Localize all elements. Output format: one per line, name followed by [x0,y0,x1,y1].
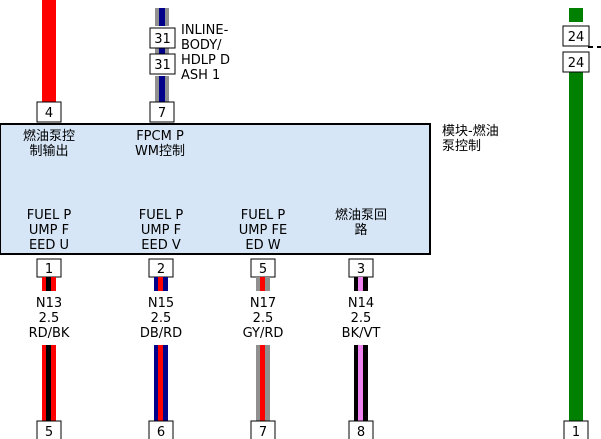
module-title: 模块-燃油 泵控制 [442,123,499,154]
wire-n17[interactable] [256,277,270,422]
wire-n13-stripe-long [46,345,51,422]
pin-2-box: 2 [148,258,174,278]
pin-3-function-line-2: 路 [354,222,367,238]
end-connector-6-label: 6 [157,425,165,439]
wire-n17-circuit: N17 [250,296,276,311]
wire-7-stripe-mid [159,48,165,54]
wire-4[interactable] [42,0,56,102]
pin-2-function-line-2: UMP F [141,223,181,238]
wire-n14-stripe-long [358,345,363,422]
pin-5-function: FUEL P UMP FE ED W [239,208,287,253]
pin-5-function-line-2: UMP FE [239,223,287,238]
pin-4-function: 燃油泵控 制输出 [23,128,75,159]
wire-n14[interactable] [354,277,368,422]
pin-1-function-line-1: FUEL P [27,208,72,223]
pin-1-box: 1 [36,258,62,278]
wire-n15-stripe-short [158,277,163,291]
splice-connector-lower-label: 31 [154,58,171,73]
splice-connector-lower: 31 [149,53,176,75]
wire-n15-circuit: N15 [148,296,174,311]
pin-7-box: 7 [149,101,175,123]
wire-green-top-stub [569,8,583,22]
pin-4-box: 4 [36,101,62,123]
pin-7-function: FPCM P WM控制 [135,129,185,159]
wire-n14-label: N14 2.5 BK/VT [342,296,381,341]
pin-1-function-line-2: UMP F [29,223,69,238]
wire-n13-color-code: RD/BK [29,326,70,341]
side-connector-lower-label: 24 [568,56,585,71]
pin-2-function: FUEL P UMP F EED V [139,208,184,253]
pin-7-label: 7 [158,106,166,121]
end-connector-7-label: 7 [259,425,267,439]
splice-label-line-3: HDLP D [181,53,230,68]
wire-n15-stripe-long [158,345,163,422]
wire-n14-circuit: N14 [348,296,374,311]
wire-n13[interactable] [42,277,56,422]
wire-n14-gauge: 2.5 [351,311,372,326]
splice-connector-upper-label: 31 [154,32,171,47]
wire-n17-gauge: 2.5 [253,311,274,326]
wire-7-stripe-bottom [159,76,165,102]
wire-n13-circuit: N13 [36,296,62,311]
pin-1-label: 1 [45,262,53,277]
wire-n17-label: N17 2.5 GY/RD [243,296,284,341]
wire-n13-label: N13 2.5 RD/BK [29,296,70,341]
wire-n15-label: N15 2.5 DB/RD [140,296,182,341]
side-connector-lower: 24 [562,51,590,73]
wire-n15[interactable] [154,277,168,422]
pin-5-box: 5 [250,258,276,278]
end-connector-5-label: 5 [45,425,53,439]
side-connector-upper: 24 [562,25,590,47]
pin-3-label: 3 [357,262,365,277]
wire-4-stroke [42,0,56,102]
end-connector-1: 1 [563,420,589,439]
pin-3-box: 3 [348,258,374,278]
pin-1-function-line-3: EED U [29,238,69,253]
wire-n17-stripe-short [260,277,265,291]
side-connector-upper-label: 24 [568,30,585,45]
wire-n13-gauge: 2.5 [39,311,60,326]
pin-5-function-line-3: ED W [245,238,280,253]
splice-connector-upper: 31 [149,27,176,49]
pin-7-function-line-1: FPCM P [136,129,184,144]
pin-5-function-line-1: FUEL P [241,208,286,223]
wire-7[interactable] [155,8,169,102]
wire-green-main [569,72,583,422]
wire-n17-stripe-long [260,345,265,422]
splice-label-line-1: INLINE- [181,23,229,38]
pin-2-label: 2 [157,262,165,277]
wire-n14-color-code: BK/VT [342,326,381,341]
end-connector-6: 6 [148,420,174,439]
module-title-line-2: 泵控制 [442,139,481,154]
end-connector-1-label: 1 [572,425,580,439]
pin-5-label: 5 [259,262,267,277]
module-box[interactable] [0,123,431,255]
pin-1-function: FUEL P UMP F EED U [27,208,72,253]
wire-7-stripe-top [159,8,165,26]
module-title-line-1: 模块-燃油 [442,123,499,139]
splice-label-line-2: BODY/ [181,38,222,53]
pin-4-function-line-2: 制输出 [29,143,68,159]
end-connector-7: 7 [250,420,276,439]
splice-label: INLINE- BODY/ HDLP D ASH 1 [181,23,230,83]
splice-label-line-4: ASH 1 [181,68,220,83]
end-connector-8-label: 8 [357,425,365,439]
wire-n14-stripe-short [358,277,363,291]
end-connector-8: 8 [348,420,374,439]
wire-n15-color-code: DB/RD [140,326,182,341]
end-connector-5: 5 [36,420,62,439]
wire-n15-gauge: 2.5 [151,311,172,326]
wire-n17-color-code: GY/RD [243,326,284,341]
pin-7-function-line-2: WM控制 [135,144,185,159]
pin-4-label: 4 [45,106,53,121]
pin-3-function-line-1: 燃油泵回 [335,207,387,223]
wire-n13-stripe-short [46,277,51,291]
module-body [0,123,431,255]
pin-4-function-line-1: 燃油泵控 [23,128,75,144]
wire-green[interactable] [569,8,583,422]
pin-2-function-line-1: FUEL P [139,208,184,223]
pin-3-function: 燃油泵回 路 [335,207,387,238]
pin-2-function-line-3: EED V [141,238,181,253]
